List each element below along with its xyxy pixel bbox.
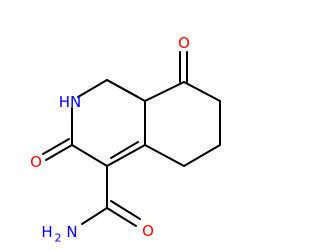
bond-c3-o-2 — [42, 138, 70, 155]
bonds — [42, 51, 221, 227]
bond-c4-c4a-inner — [110, 141, 139, 159]
ring-nh-label: HN — [59, 93, 82, 111]
amine-h-label: H — [41, 223, 52, 241]
amide-oxygen-label: O — [142, 222, 154, 240]
molecule-diagram: O HN O O H 2 N — [30, 34, 221, 245]
bond-c8-c8a — [144, 81, 185, 102]
bond-c5-c4a — [144, 144, 185, 167]
bond-c6-c5 — [183, 144, 221, 167]
bond-camide-o-1 — [106, 207, 137, 227]
bond-c3-o-1 — [45, 144, 73, 161]
bond-c8a-c1-inner — [106, 79, 139, 98]
amine-n-label: N — [66, 223, 77, 241]
bond-c4-c4a — [106, 144, 146, 167]
bond-c3-c4 — [71, 144, 108, 167]
bond-camide-n — [81, 207, 108, 225]
lactam-oxygen-label: O — [30, 153, 42, 171]
bond-camide-o-2 — [110, 200, 141, 220]
bond-c1-n2 — [77, 79, 108, 98]
structure-canvas: O HN O O H 2 N — [30, 34, 221, 245]
ketone-oxygen-label: O — [178, 34, 190, 52]
amine-subscript-label: 2 — [55, 232, 62, 245]
bond-c8-c7 — [183, 81, 221, 102]
atom-labels: O HN O O H 2 N — [30, 34, 190, 245]
